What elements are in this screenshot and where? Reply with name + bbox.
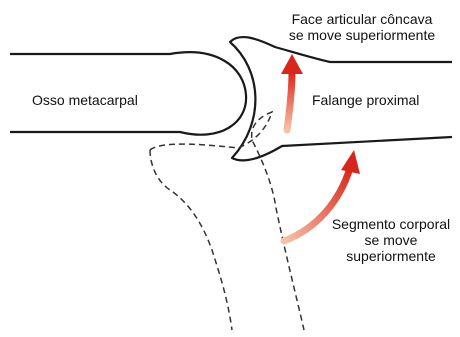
metacarpal-label: Osso metacarpal [32,92,138,108]
body-segment-caption: Segmento corporal se move superiormente [330,216,452,264]
body-segment-dashed-left-edge [150,150,232,330]
articular-face-caption-line-1: Face articular côncava [272,11,452,27]
proximal-phalanx-label: Falange proximal [312,92,419,108]
body-segment-caption-line-1: Segmento corporal [330,216,452,232]
articular-face-caption: Face articular côncava se move superiorm… [272,11,452,43]
body-segment-caption-line-2: se move [330,232,452,248]
articular-face-caption-line-2: se move superiormente [272,27,452,43]
body-segment-caption-line-3: superiormente [330,248,452,264]
